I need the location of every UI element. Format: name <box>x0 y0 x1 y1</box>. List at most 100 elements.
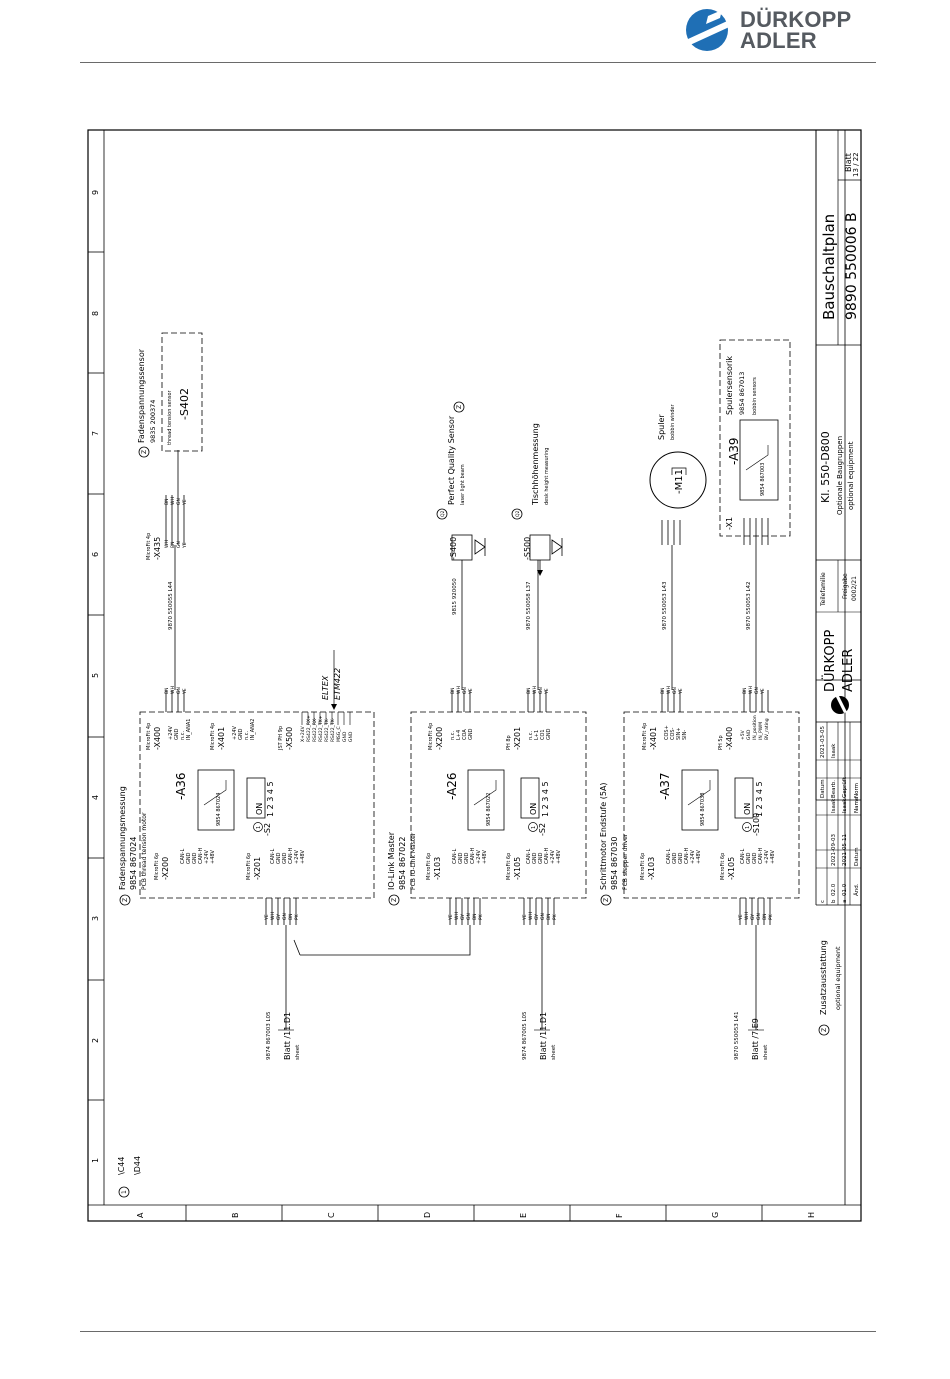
a26-x200-pin1: n.c. <box>450 730 456 740</box>
a37-x105-pin4: CAN-H <box>758 848 764 864</box>
a36-x201-pin4: CAN-H <box>288 848 294 864</box>
a37-x400-pin4: IN_PWM <box>758 722 764 740</box>
col-label-4: 4 <box>91 795 100 800</box>
a36-x201-pin2: GND <box>276 852 282 864</box>
a37-part: 9854 867030 <box>610 837 619 890</box>
a37-w5: BN <box>742 688 748 694</box>
a37-w8: YE <box>760 688 766 695</box>
s402-desc: thread tension sensor <box>167 389 173 445</box>
a37-bw3: GY <box>750 914 756 920</box>
rev-a-col4: Geprüft <box>842 776 848 798</box>
a37-bus-wire-labels: YE WH GY GN BN PK <box>738 912 774 921</box>
rev-b-col5: Isaak <box>831 743 837 758</box>
a36-x401-pins: +24V GND n.c. IN_ANA2 <box>232 719 256 740</box>
a36-x400-ref: -X400 <box>153 727 162 750</box>
a37-x400-pin5: BV_rating <box>764 718 770 740</box>
a39-module: 9854 867003 -A39 -X1 Spulersensorik 9854… <box>719 339 791 537</box>
x435-pin4: YE <box>182 542 188 549</box>
a36-x200-pins: CAN-L GND GND CAN-H +24V +48V <box>180 848 216 864</box>
a39-part: 9854 867013 <box>738 372 746 415</box>
a26-x201-pin2: L+1 <box>534 730 540 740</box>
a39-desc: bobbin sensors <box>752 377 758 415</box>
a36-bw2: WH <box>270 912 276 920</box>
a36-x200-pin1: CAN-L <box>180 849 186 864</box>
row-ticks <box>185 1205 763 1221</box>
a37-bw4: GN <box>756 913 762 920</box>
a26-bus-wire-labels: YE WH GY GN BN PK YE WH GY GN BN PK <box>448 912 558 921</box>
a26-x105-pin1: CAN-L <box>526 849 532 864</box>
a26-w8: YE <box>544 688 550 695</box>
a26-output-wire-labels: BN WH GN YE BN WH GN YE <box>450 686 550 695</box>
a36-x500-pin3: RS422_RX- <box>312 717 318 742</box>
col-label-2: 2 <box>91 1038 100 1043</box>
a36-x200-pin2: GND <box>186 852 192 864</box>
x435-pin1: WH <box>164 540 170 548</box>
a26-switch-on: ON <box>529 803 538 815</box>
a26-x200-pin2: L+4 <box>456 730 462 740</box>
ref-r2: Blatt /11.D1 <box>539 1012 548 1060</box>
row-label-f: F <box>615 1213 624 1218</box>
a37-x105-pin6: +48V <box>770 849 776 864</box>
s400-desc: laser light beam <box>460 464 466 505</box>
m11-motor: -M11 Spuler bobbin winder <box>649 403 707 509</box>
a26-w2: WH <box>456 686 462 694</box>
x435-out4: YE <box>182 499 188 506</box>
a26-bw10: GN <box>540 913 546 920</box>
tb-release-label: Freigabe <box>842 573 849 599</box>
rev-a-idx: a <box>842 900 848 903</box>
a37-x105-pin1: CAN-L <box>740 849 746 864</box>
a26-bw5: BN <box>472 914 478 920</box>
row-label-g: G <box>711 1212 720 1218</box>
a26-w5: BN <box>526 688 532 694</box>
row-label-b: B <box>231 1213 240 1219</box>
a36-bus-wiring <box>265 898 471 1030</box>
row-label-h: H <box>807 1212 816 1218</box>
a26-bw11: BN <box>546 914 552 920</box>
a26-x105-pins: CAN-L GND GND CAN-H +24V +48V <box>526 848 562 864</box>
a26-x201-pin1: n.c. <box>528 730 534 740</box>
a37-title: Schrittmotor Endstufe (5A) <box>599 782 608 890</box>
m11-ref: -M11 <box>674 469 685 494</box>
s500-sensor: -S500 Q2 Tischhöhenmessung desk height m… <box>511 423 563 576</box>
logo-mark-icon <box>686 9 738 51</box>
a26-x105-pin4: CAN-H <box>544 848 550 864</box>
a36-x400-pin1: +24V <box>168 725 174 740</box>
a36-bw3: GY <box>276 914 282 920</box>
a36-x200-pin6: +48V <box>210 849 216 864</box>
a36-chip: 9854 867024 <box>216 793 222 826</box>
a26-x105-pin2: GND <box>532 852 538 864</box>
a36-w3: GN <box>176 687 182 694</box>
rev-c-col5: 2021-03-05 <box>820 726 826 758</box>
tb-logo: DÜRKOPP ADLER <box>821 630 856 714</box>
ref-r1: Blatt /11.D1 <box>283 1012 292 1060</box>
a36-switch-marker: 1 <box>256 826 262 829</box>
ref-r3: Blatt /7.E9 <box>751 1018 760 1060</box>
logo-line-2: ADLER <box>740 28 817 53</box>
col-label-1: 1 <box>91 1158 100 1163</box>
a36-x401-pin2: GND <box>238 728 244 740</box>
brand-logo: DÜRKOPP ADLER <box>684 6 874 56</box>
a37-bw2: WH <box>744 912 750 920</box>
a26-switch-marker: 1 <box>531 826 537 829</box>
a36-x500-pin2: RS422_RX+ <box>306 715 312 742</box>
a36-switch-nums: 1 2 3 4 5 <box>266 781 275 817</box>
col-label-3: 3 <box>91 916 100 921</box>
a26-x103-pin4: CAN-H <box>470 848 476 864</box>
s500-ref: -S500 <box>523 537 532 560</box>
a26-bw7: YE <box>522 914 528 921</box>
tb-class: Kl. 550-D800 <box>819 431 832 503</box>
a26-x103-pin2: GND <box>458 852 464 864</box>
s500-q2: Q2 <box>515 510 521 517</box>
a37-w3: GN <box>672 687 678 694</box>
a36-eltex-2: ETM422 <box>333 668 342 700</box>
a37-x400-pins: +5V GND IN_position IN_PWM BV_rating <box>740 715 770 740</box>
a37-x401-ref: -X401 <box>649 727 658 750</box>
a36-x200-pin5: +24V <box>204 849 210 864</box>
a36-x500-ref: -X500 <box>285 727 294 750</box>
x435-out1: BN <box>164 499 170 505</box>
a26-bw12: PK <box>552 913 558 920</box>
a26-w3: GN <box>462 687 468 694</box>
a26-x200-pin4: GND <box>468 728 474 740</box>
a37-x400-pin1: +5V <box>740 729 746 740</box>
rev-b-idx: b <box>831 899 837 903</box>
